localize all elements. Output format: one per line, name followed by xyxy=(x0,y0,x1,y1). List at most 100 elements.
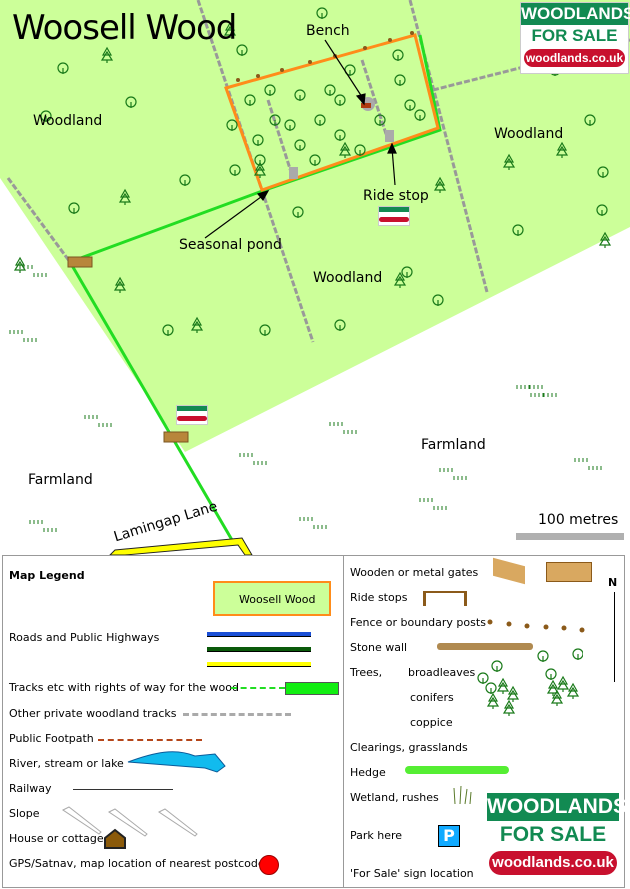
logo-line2: FOR SALE xyxy=(531,26,618,45)
broadleaf-tree-icon xyxy=(179,174,191,186)
annotation-arrows xyxy=(204,39,397,239)
grass-tuft-icon xyxy=(9,330,37,342)
ride-stop-label: Ride stop xyxy=(363,188,429,204)
broadleaf-tree-icon xyxy=(269,114,281,126)
legend-row-line xyxy=(231,687,285,689)
stone-wall-icon xyxy=(437,643,533,650)
broadleaf-tree-icon xyxy=(404,99,416,111)
broadleaf-tree-icon xyxy=(477,672,489,684)
broadleaf-tree-icon xyxy=(226,119,238,131)
rushes-icon xyxy=(453,785,472,805)
legend-railway: Railway xyxy=(9,782,52,795)
conifer-tree-icon xyxy=(556,675,570,692)
legend-row-area xyxy=(285,682,339,695)
broadleaf-tree-icon xyxy=(392,49,404,61)
grass-tuft-icon xyxy=(516,385,544,397)
pond-clearing xyxy=(289,167,298,179)
fence-post-icon xyxy=(236,78,240,82)
grass-tuft-icon xyxy=(329,422,357,434)
broadleaf-tree-icon xyxy=(125,96,137,108)
legend-title: Map Legend xyxy=(9,569,85,582)
legend-trees: Trees, xyxy=(350,666,383,679)
broadleaf-tree-icon xyxy=(292,206,304,218)
right-of-way-track xyxy=(68,34,442,541)
conifer-tree-icon xyxy=(190,316,204,333)
conifer-tree-icon xyxy=(433,176,447,193)
conifer-tree-icon xyxy=(486,692,500,709)
ride-stop-clearing xyxy=(385,130,394,142)
conifer-tree-icon xyxy=(502,699,516,716)
broadleaf-tree-icon xyxy=(40,110,52,122)
legend-park: Park here xyxy=(350,829,403,842)
legend-road-green xyxy=(207,647,311,652)
broadleaf-tree-icon xyxy=(259,324,271,336)
legend-roads: Roads and Public Highways xyxy=(9,631,160,644)
legend-footpath-line xyxy=(98,739,202,741)
conifer-tree-icon xyxy=(506,685,520,702)
conifer-tree-icon xyxy=(113,276,127,293)
north-label: N xyxy=(608,576,618,589)
conifer-tree-icon xyxy=(118,188,132,205)
scale-bar xyxy=(516,533,624,540)
broadleaf-tree-icon xyxy=(354,144,366,156)
broadleaf-tree-icon xyxy=(294,89,306,101)
legend-rights-of-way: Tracks etc with rights of way for the wo… xyxy=(9,681,239,694)
broadleaf-tree-icon xyxy=(512,224,524,236)
legend-river: River, stream or lake xyxy=(9,757,124,770)
woodland-label: Woodland xyxy=(494,126,564,142)
legend-for-sale-logo: WOODLANDS FOR SALE woodlands.co.uk xyxy=(487,793,627,879)
legend-conifers: conifers xyxy=(410,691,454,704)
fence-post-icon xyxy=(410,31,414,35)
conifer-tree-icon xyxy=(496,677,510,694)
legend-clearings: Clearings, grasslands xyxy=(350,741,468,754)
broadleaf-tree-icon xyxy=(334,94,346,106)
fence-post-icon xyxy=(280,68,284,72)
grass-tuft-icon xyxy=(19,265,47,277)
broadleaf-tree-icon xyxy=(244,94,256,106)
legend-gates: Wooden or metal gates xyxy=(350,566,479,579)
broadleaf-tree-icon xyxy=(394,74,406,86)
legend-tree-icons xyxy=(477,648,583,716)
plot-boundary xyxy=(224,33,440,192)
woodlands-for-sale-logo[interactable]: WOODLANDS FOR SALE woodlands.co.uk xyxy=(520,2,630,74)
woodland-label: Woodland xyxy=(33,113,103,129)
legend-wetland: Wetland, rushes xyxy=(350,791,439,804)
gate-icon xyxy=(493,557,525,585)
legend-river-icon xyxy=(127,751,226,773)
broadleaf-tree-icon xyxy=(236,44,248,56)
grass-tuft-icon xyxy=(529,385,557,397)
conifer-tree-icon xyxy=(393,271,407,288)
legend-slope: Slope xyxy=(9,807,40,820)
broadleaf-tree-icon xyxy=(414,109,426,121)
broadleaf-tree-icon xyxy=(314,114,326,126)
legend-railway-line xyxy=(73,789,173,790)
broadleaf-tree-icon xyxy=(491,660,503,672)
grass-tuft-icon xyxy=(29,520,57,532)
broadleaf-tree-icon xyxy=(57,62,69,74)
gate-icon xyxy=(546,562,592,582)
grass-tuft-icon xyxy=(84,415,112,427)
grass-tuft-icon xyxy=(239,453,267,465)
broadleaf-tree-icon xyxy=(324,84,336,96)
legend-stone-wall: Stone wall xyxy=(350,641,408,654)
ride-stop-icon xyxy=(423,591,467,606)
logo-line1: WOODLANDS xyxy=(521,3,630,25)
fence-post-icon xyxy=(363,46,367,50)
woodland-area xyxy=(0,0,630,452)
for-sale-sign-icon xyxy=(176,405,208,425)
legend-fence-posts: Fence or boundary posts xyxy=(350,616,486,629)
postcode-marker-icon xyxy=(259,855,279,875)
legend-hedge: Hedge xyxy=(350,766,386,779)
broadleaf-tree-icon xyxy=(309,154,321,166)
farmland-label: Farmland xyxy=(28,472,93,488)
grass-tuft-icon xyxy=(439,468,467,480)
broadleaf-tree-icon xyxy=(401,266,413,278)
seasonal-pond-label: Seasonal pond xyxy=(179,237,282,253)
legend-postcode: GPS/Satnav, map location of nearest post… xyxy=(9,857,265,870)
conifer-tree-icon xyxy=(502,153,516,170)
grass-tuft-icon xyxy=(574,458,602,470)
conifer-tree-icon xyxy=(550,689,564,706)
broadleaf-tree-icon xyxy=(485,682,497,694)
legend-road-blue xyxy=(207,632,311,637)
broadleaf-tree-icon xyxy=(334,319,346,331)
